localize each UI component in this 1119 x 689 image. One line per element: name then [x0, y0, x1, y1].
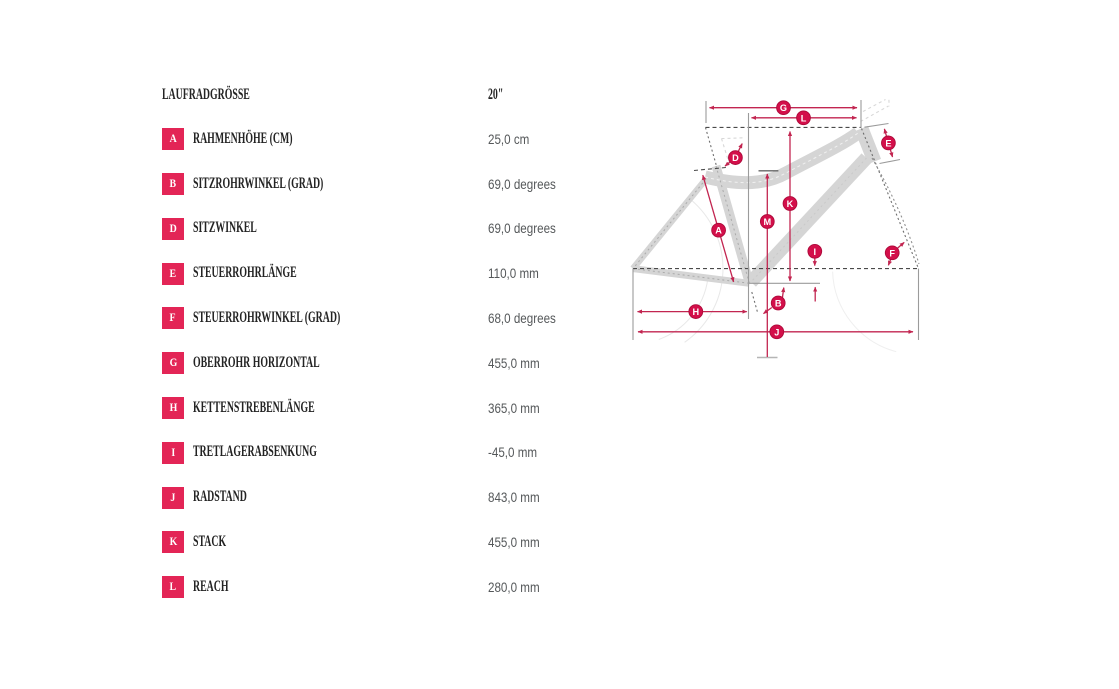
svg-text:F: F — [889, 248, 895, 258]
svg-text:H: H — [692, 307, 699, 317]
svg-text:B: B — [775, 299, 782, 309]
svg-text:G: G — [780, 103, 787, 113]
svg-text:A: A — [715, 226, 722, 236]
svg-text:L: L — [801, 113, 807, 123]
svg-text:I: I — [814, 247, 817, 257]
svg-text:D: D — [732, 153, 739, 163]
svg-text:E: E — [885, 138, 891, 148]
svg-text:J: J — [774, 327, 779, 337]
svg-text:M: M — [763, 217, 771, 227]
svg-text:K: K — [787, 199, 794, 209]
